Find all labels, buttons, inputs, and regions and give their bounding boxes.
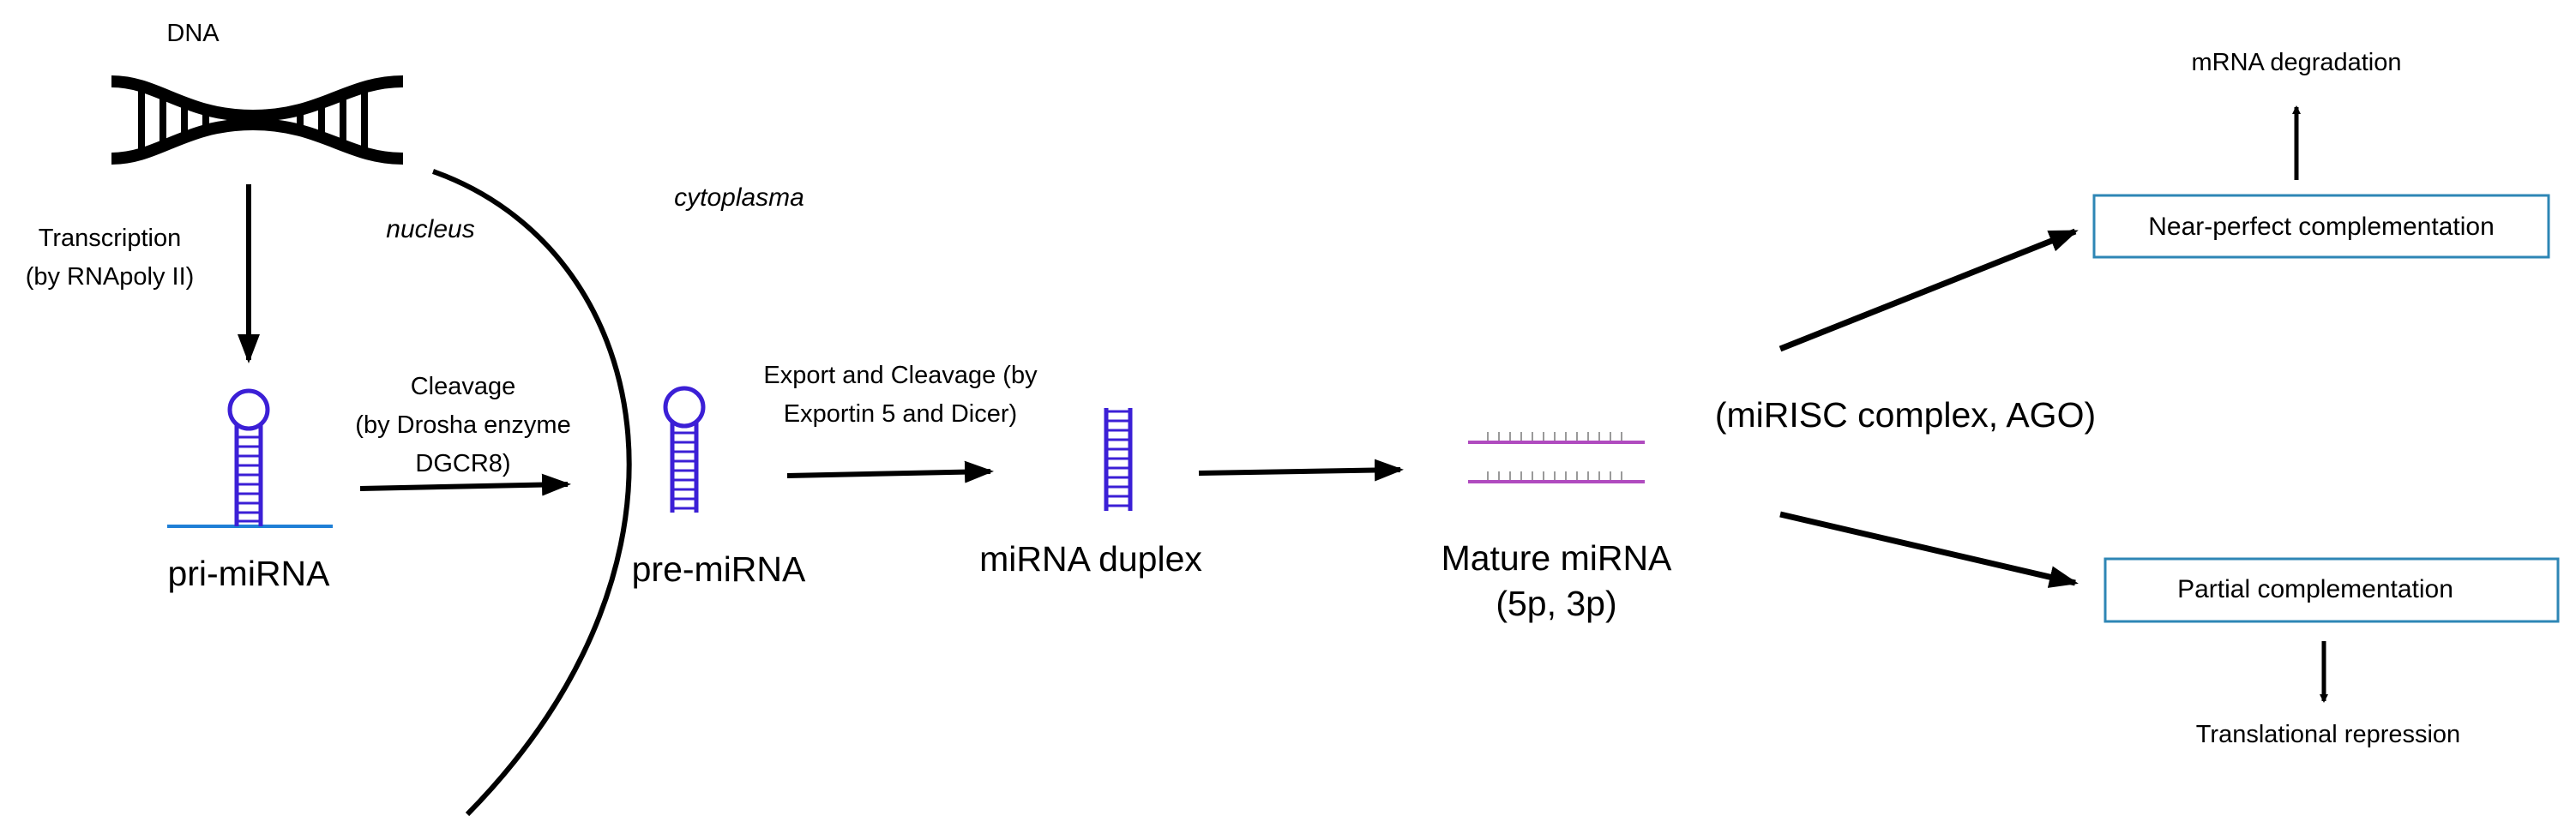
mirna-duplex-icon [1104, 408, 1133, 511]
partial-arrow [1779, 511, 2079, 588]
dna-label: DNA [166, 20, 220, 47]
pre-mirna-hairpin-icon [663, 386, 706, 513]
pri-mirna-hairpin-icon [167, 388, 333, 528]
transcription-label-line2: (by RNApoly II) [26, 263, 195, 291]
cleavage-arrow [359, 473, 571, 496]
translational-repression-label: Translational repression [2196, 721, 2460, 748]
export-cleavage-arrow [786, 460, 994, 483]
near-perfect-box [2092, 194, 2550, 259]
mirna-duplex-label: miRNA duplex [979, 539, 1202, 579]
mrna-degradation-label: mRNA degradation [2191, 49, 2401, 76]
cleavage-label-line1: Cleavage [411, 373, 516, 400]
export-label-line2: Exportin 5 and Dicer) [784, 400, 1017, 428]
cleavage-label-line3: DGCR8) [415, 450, 510, 477]
maturation-arrow [1198, 459, 1404, 482]
cytoplasma-label: cytoplasma [674, 183, 804, 212]
mature-mirna-label-line1: Mature miRNA [1441, 538, 1672, 578]
pri-mirna-label: pri-miRNA [167, 554, 330, 593]
near-perfect-label: Near-perfect complementation [2148, 213, 2495, 241]
nucleus-label: nucleus [386, 215, 474, 243]
transcription-label-line1: Transcription [39, 225, 182, 252]
mature-mirna-icon [1468, 432, 1645, 483]
mature-mirna-label-line2: (5p, 3p) [1496, 584, 1616, 623]
pre-mirna-label: pre-miRNA [632, 549, 806, 589]
export-label-line1: Export and Cleavage (by [763, 362, 1038, 389]
mirisc-label: (miRISC complex, AGO) [1715, 395, 2096, 435]
cleavage-label-line2: (by Drosha enzyme [355, 411, 570, 439]
dna-helix-icon [111, 75, 404, 165]
partial-label: Partial complementation [2177, 575, 2453, 603]
near-perfect-arrow [1779, 228, 2079, 352]
partial-box [2104, 557, 2560, 623]
nucleus-membrane [431, 169, 632, 817]
